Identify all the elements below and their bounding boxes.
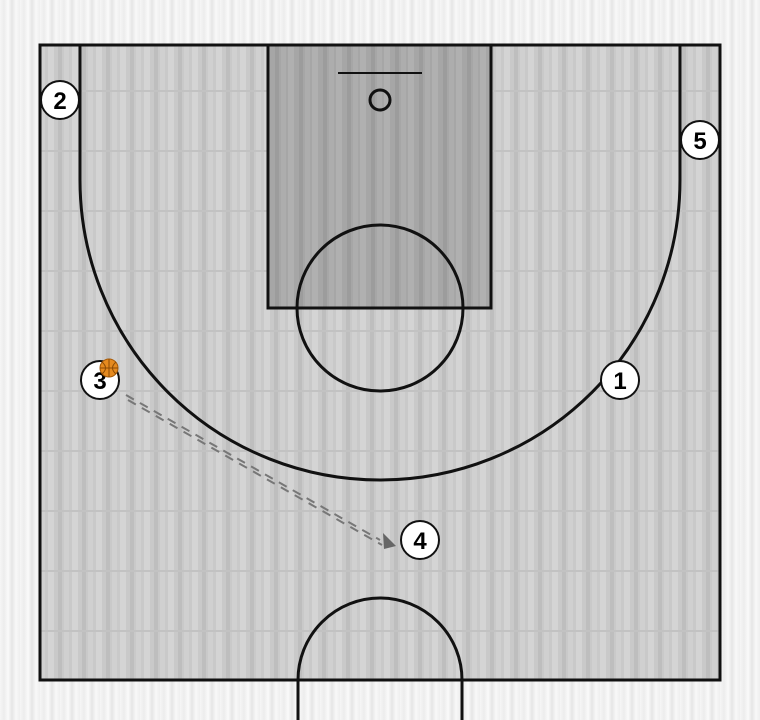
pass-line-3-to-4	[125, 394, 396, 549]
player-1-label: 1	[613, 368, 626, 395]
free-throw-circle	[295, 223, 465, 393]
player-2[interactable]: 2	[40, 80, 80, 120]
player-1[interactable]: 1	[600, 360, 640, 400]
player-4[interactable]: 4	[400, 520, 440, 560]
hoop	[368, 88, 392, 112]
center-circle	[296, 596, 464, 720]
ball-icon	[99, 358, 119, 378]
pass-arrowhead	[383, 533, 396, 549]
player-5[interactable]: 5	[680, 120, 720, 160]
player-5-label: 5	[693, 128, 706, 155]
paint-area	[266, 43, 493, 310]
three-point-line	[78, 45, 682, 482]
player-4-label: 4	[413, 528, 427, 555]
player-2-label: 2	[53, 88, 66, 115]
